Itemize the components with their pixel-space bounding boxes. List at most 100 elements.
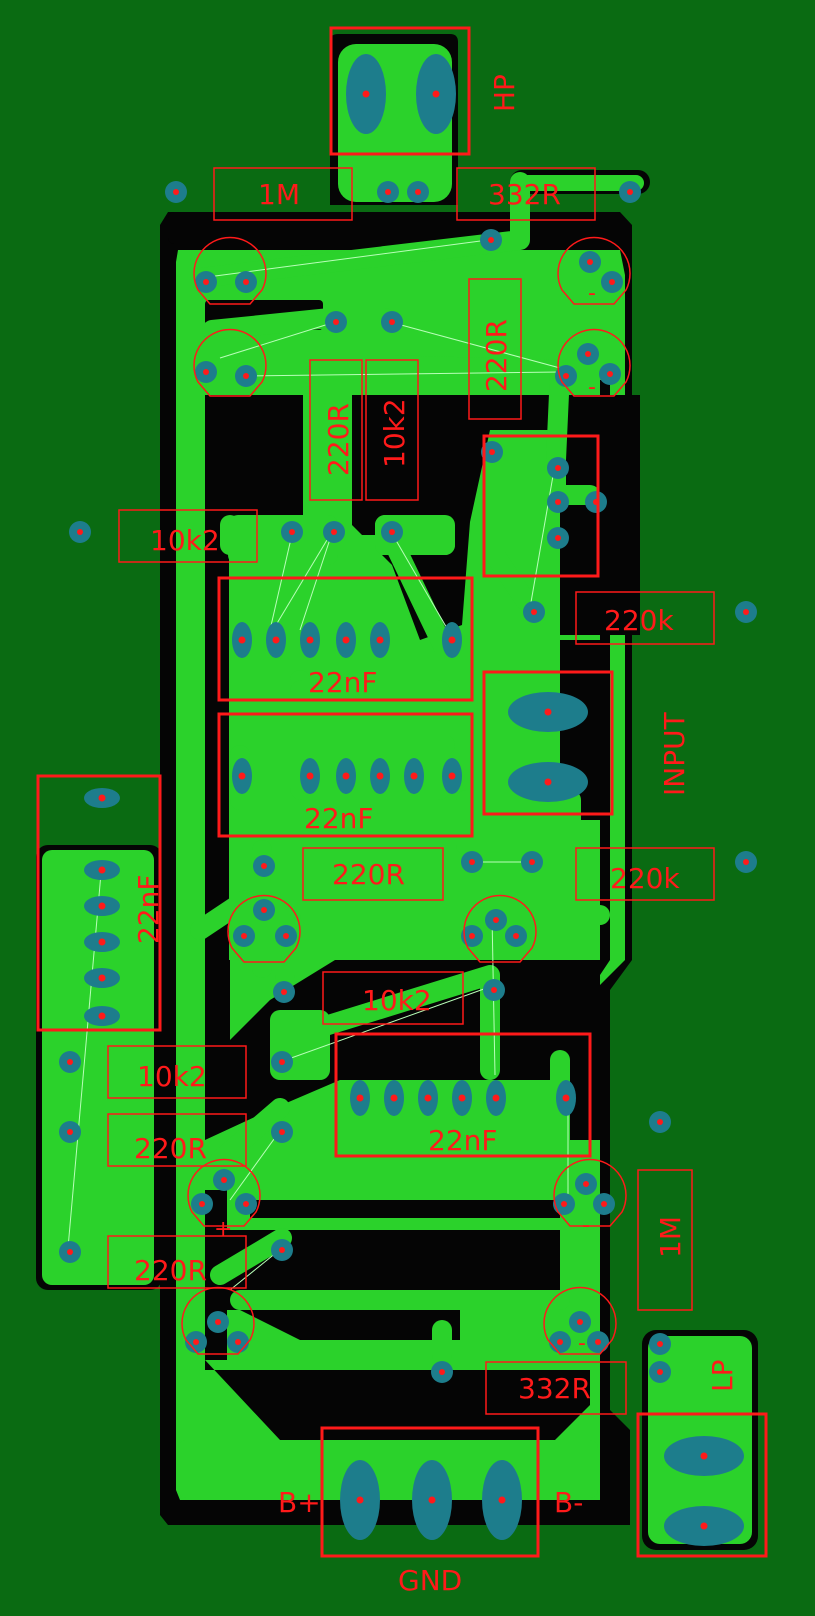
drill-hole [627, 189, 633, 195]
label-r-10k2-b: 10k2 [150, 524, 220, 557]
drill-hole [577, 1319, 583, 1325]
drill-hole [531, 609, 537, 615]
drill-hole [333, 319, 339, 325]
drill-hole [235, 1339, 241, 1345]
drill-hole [583, 1181, 589, 1187]
drill-hole [238, 636, 246, 644]
drill-hole [415, 189, 421, 195]
drill-hole [492, 1094, 500, 1102]
label-c-22nf-c: 22nF [132, 875, 165, 944]
drill-hole [389, 319, 395, 325]
drill-hole [289, 529, 295, 535]
label-c-22nf-b: 22nF [304, 802, 373, 835]
drill-hole [498, 1496, 506, 1504]
drill-hole [585, 351, 591, 357]
drill-hole [203, 279, 209, 285]
drill-hole [281, 989, 287, 995]
drill-hole [243, 373, 249, 379]
label-r-10k2-d: 10k2 [137, 1060, 207, 1093]
label-pol-plus: + [214, 1217, 232, 1242]
drill-hole [513, 933, 519, 939]
drill-hole [203, 369, 209, 375]
drill-hole [356, 1094, 364, 1102]
drill-hole [488, 237, 494, 243]
drill-hole [595, 1339, 601, 1345]
drill-hole [458, 1094, 466, 1102]
drill-hole [98, 938, 106, 946]
silkscreen-thin [107, 167, 715, 1415]
label-r-332r-bottom: 332R [518, 1372, 591, 1405]
drill-hole [544, 778, 552, 786]
drill-hole [448, 772, 456, 780]
label-gnd: GND [398, 1564, 462, 1597]
drill-hole [342, 772, 350, 780]
drill-hole [469, 933, 475, 939]
drill-hole [432, 90, 440, 98]
label-r-220k-b: 220k [610, 862, 680, 895]
drill-hole [173, 189, 179, 195]
drill-hole [700, 1522, 708, 1530]
drill-hole [385, 189, 391, 195]
label-r-332r-top: 332R [488, 178, 561, 211]
drill-hole [98, 1012, 106, 1020]
drill-hole [587, 259, 593, 265]
label-lp: LP [706, 1360, 739, 1392]
drill-hole [469, 859, 475, 865]
drill-hole [283, 933, 289, 939]
drill-hole [424, 1094, 432, 1102]
drill-hole [557, 1339, 563, 1345]
drill-hole [331, 529, 337, 535]
drill-hole [241, 933, 247, 939]
label-hp: HP [488, 74, 521, 112]
label-r-220r-b: 220R [322, 403, 355, 476]
drill-hole [272, 636, 280, 644]
label-r-220r-a: 220R [480, 319, 513, 392]
drill-hole [193, 1339, 199, 1345]
drill-hole [215, 1319, 221, 1325]
drill-hole [448, 636, 456, 644]
drill-hole [279, 1129, 285, 1135]
drill-hole [607, 371, 613, 377]
drill-hole [489, 449, 495, 455]
label-c-22nf-d: 22nF [428, 1124, 497, 1157]
label-input: INPUT [658, 711, 691, 796]
drill-hole [98, 866, 106, 874]
drill-hole [544, 708, 552, 716]
drill-hole [493, 917, 499, 923]
drill-hole [491, 987, 497, 993]
drill-hole [428, 1496, 436, 1504]
drill-hole [657, 1119, 663, 1125]
label-r-10k2-c: 10k2 [362, 984, 432, 1017]
drill-hole [98, 794, 106, 802]
label-r-1m-top: 1M [258, 178, 300, 211]
drill-hole [362, 90, 370, 98]
drill-hole [306, 772, 314, 780]
label-r-220r-e: 220R [134, 1254, 207, 1287]
pad-layer [59, 54, 757, 1546]
drill-hole [261, 907, 267, 913]
drill-hole [410, 772, 418, 780]
drill-hole [261, 863, 267, 869]
label-c-22nf-a: 22nF [308, 666, 377, 699]
drill-hole [67, 1129, 73, 1135]
drill-hole [555, 535, 561, 541]
drill-hole [67, 1249, 73, 1255]
drill-hole [657, 1341, 663, 1347]
label-pol-minus-2: - [588, 375, 596, 400]
drill-hole [243, 1201, 249, 1207]
drill-hole [238, 772, 246, 780]
drill-hole [342, 636, 350, 644]
drill-hole [609, 279, 615, 285]
drill-hole [199, 1201, 205, 1207]
label-b-minus: B- [554, 1486, 583, 1519]
drill-hole [700, 1452, 708, 1460]
drill-hole [439, 1369, 445, 1375]
drill-hole [98, 902, 106, 910]
drill-hole [243, 279, 249, 285]
silkscreen-labels: HP 1M 332R 220R 220R 10k2 10k2 220k 22nF… [132, 74, 739, 1597]
label-pol-minus-4: - [578, 1331, 586, 1356]
drill-hole [743, 609, 749, 615]
drill-hole [67, 1059, 73, 1065]
label-b-plus: B+ [278, 1486, 321, 1519]
